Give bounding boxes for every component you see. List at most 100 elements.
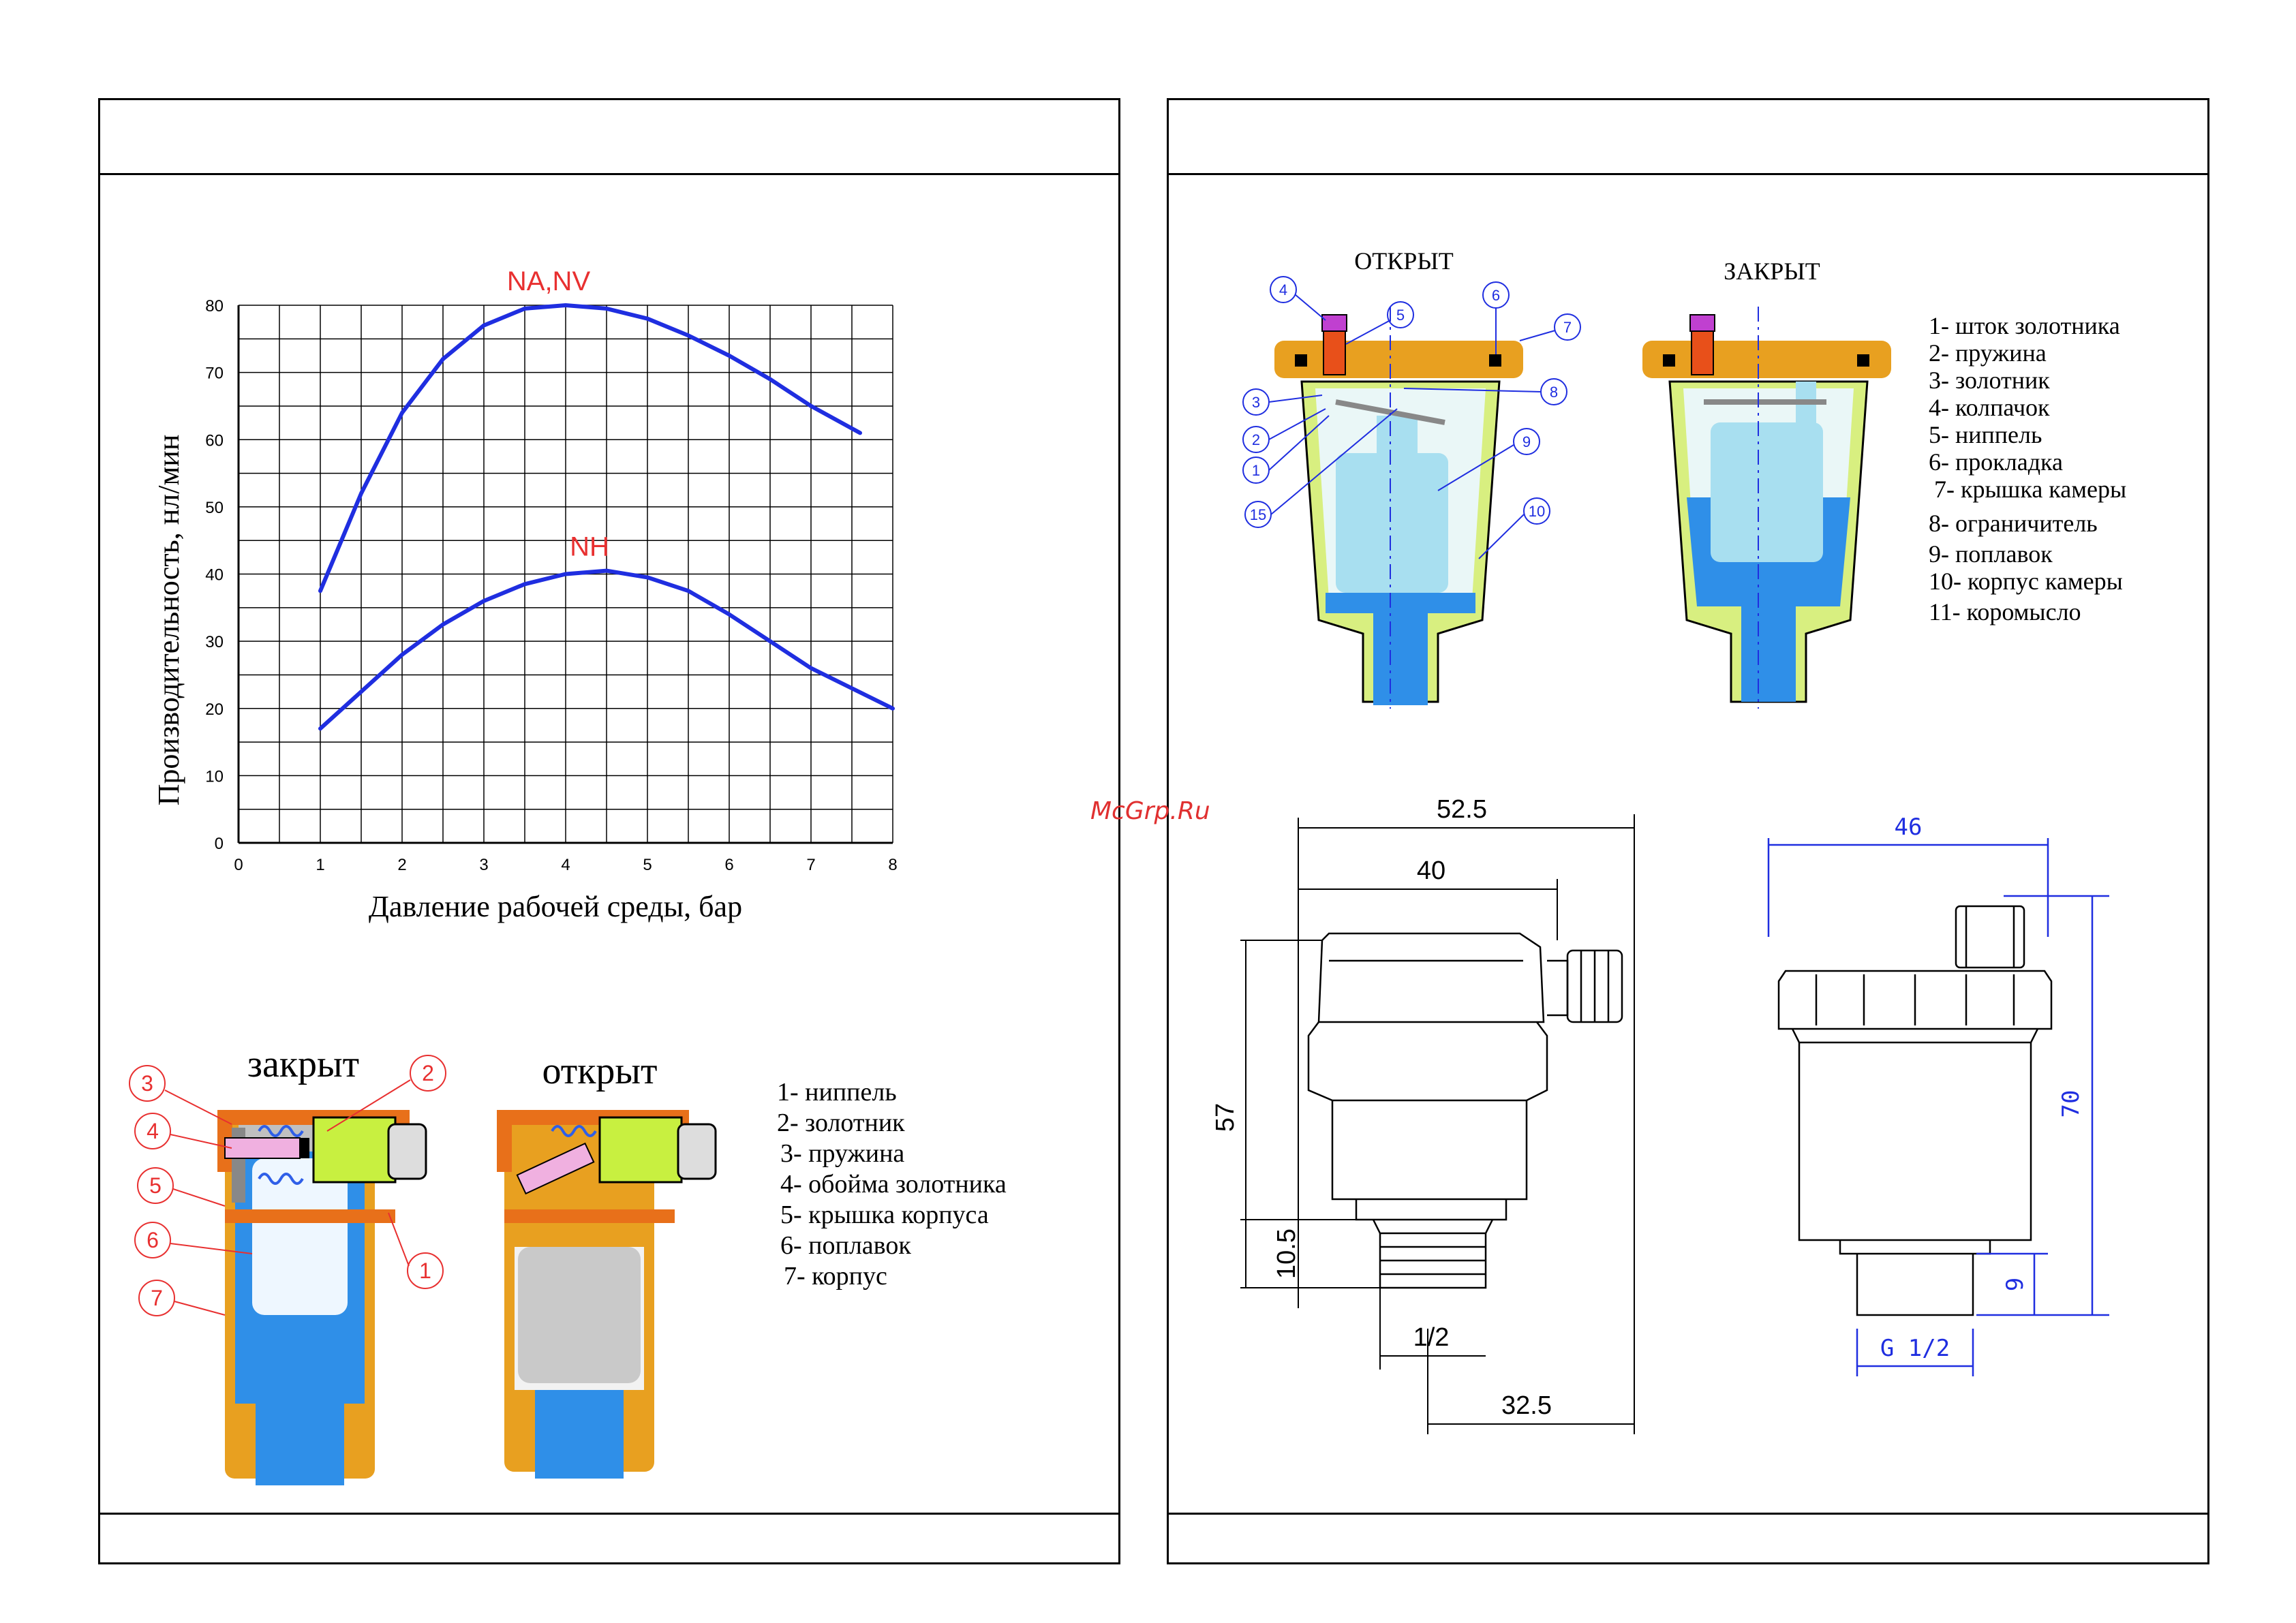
right-callout-15: 15 <box>1250 506 1266 523</box>
watermark: McGrp.Ru <box>1090 797 1210 825</box>
right-legend-item-11: 11- коромысло <box>1929 598 2081 625</box>
chart-x-tick: 0 <box>234 856 243 874</box>
right-legend: 1- шток золотника 2- пружина 3- золотник… <box>1929 312 2126 625</box>
chart-y-tick: 70 <box>205 365 224 383</box>
right-dimension-lines <box>1767 838 2109 1376</box>
chart-series-label-1: NH <box>570 532 609 562</box>
chart-xlabel: Давление рабочей среды, бар <box>369 890 742 923</box>
right-callout-3: 3 <box>1252 394 1260 411</box>
chart-y-tick: 0 <box>215 835 224 853</box>
left-legend: 1- ниппель 2- золотник 3- пружина 4- обо… <box>777 1078 1007 1290</box>
right-callout-5: 5 <box>1396 307 1405 324</box>
right-legend-item-10: 10- корпус камеры <box>1929 568 2123 595</box>
dim-body-width: 40 <box>1417 856 1445 885</box>
chart-y-tick: 10 <box>205 767 224 786</box>
chart-series: NA,NV NH <box>318 266 895 731</box>
left-panel-header <box>100 100 1118 175</box>
right-state-open-label: ОТКРЫТ <box>1354 247 1453 275</box>
right-dimension-values: 46 70 9 G 1/2 <box>1880 814 2085 1362</box>
right-callout-9: 9 <box>1522 433 1531 450</box>
right-legend-item-4: 4- колпачок <box>1929 394 2050 421</box>
left-legend-item-5: 5- крышка корпуса <box>780 1201 989 1229</box>
left-legend-item-7: 7- корпус <box>784 1262 887 1290</box>
chart-y-tick: 50 <box>205 499 224 517</box>
chart-y-tick: 60 <box>205 431 224 450</box>
left-callouts: 3 4 5 6 7 2 1 <box>129 1055 446 1316</box>
right-callouts: 4 5 6 7 8 3 2 1 15 9 10 <box>1242 276 1581 559</box>
chamber-closed-cutaway <box>1642 307 1891 709</box>
left-legend-item-6: 6- поплавок <box>780 1231 911 1260</box>
valve-front-view <box>1777 905 2053 1316</box>
dim-front-thread: G 1/2 <box>1880 1335 1950 1362</box>
dim-thread: 1/2 <box>1413 1323 1450 1352</box>
left-dimension-lines <box>1240 814 1635 1434</box>
valve-closed-cutaway <box>217 1110 427 1485</box>
chart-ylabel: Производительность, нл/мин <box>152 435 185 806</box>
valve-open-cutaway <box>497 1110 717 1479</box>
chart-y-tick: 20 <box>205 700 224 719</box>
state-open-label: открыт <box>542 1050 657 1092</box>
callout-7: 7 <box>151 1286 163 1310</box>
right-callout-4: 4 <box>1279 281 1287 298</box>
right-legend-item-2: 2- пружина <box>1929 339 2047 367</box>
right-panel <box>1167 98 2209 1564</box>
left-legend-item-1: 1- ниппель <box>777 1078 897 1107</box>
right-legend-item-9: 9- поплавок <box>1929 540 2053 568</box>
right-legend-item-8: 8- ограничитель <box>1929 510 2098 537</box>
chart-x-tick: 8 <box>888 856 897 874</box>
right-legend-item-7: 7- крышка камеры <box>1934 476 2126 503</box>
left-legend-item-2: 2- золотник <box>777 1109 905 1137</box>
valve-side-view <box>1307 932 1623 1289</box>
dim-overall-width: 52.5 <box>1437 795 1487 824</box>
right-callout-8: 8 <box>1550 384 1558 401</box>
right-panel-header <box>1169 100 2207 175</box>
callout-6: 6 <box>147 1228 159 1252</box>
right-callout-7: 7 <box>1563 319 1572 336</box>
left-dimension-values: 52.5 40 57 10.5 1/2 32.5 <box>1211 795 1552 1420</box>
right-legend-item-6: 6- прокладка <box>1929 448 2063 476</box>
left-legend-item-3: 3- пружина <box>780 1139 904 1168</box>
chart-series-line-1 <box>318 568 895 731</box>
left-panel <box>98 98 1120 1564</box>
right-callout-10: 10 <box>1529 503 1545 520</box>
left-legend-item-4: 4- обойма золотника <box>780 1170 1007 1199</box>
chart-x-tick: 3 <box>479 856 488 874</box>
right-callout-1: 1 <box>1252 462 1260 479</box>
chart-x-tick: 1 <box>316 856 324 874</box>
callout-3: 3 <box>141 1071 153 1096</box>
chart-x-tick: 5 <box>643 856 652 874</box>
chart-y-tick: 40 <box>205 566 224 585</box>
callout-5: 5 <box>149 1173 162 1198</box>
chart-series-label-0: NA,NV <box>507 266 591 296</box>
right-legend-item-3: 3- золотник <box>1929 367 2050 394</box>
callout-1: 1 <box>419 1258 431 1283</box>
right-panel-footer <box>1169 1513 2207 1562</box>
right-legend-item-1: 1- шток золотника <box>1929 312 2120 339</box>
dim-axis-offset: 32.5 <box>1501 1391 1552 1420</box>
right-state-closed-label: ЗАКРЫТ <box>1724 258 1820 285</box>
left-panel-footer <box>100 1513 1118 1562</box>
chart-y-tick: 30 <box>205 633 224 651</box>
dim-height: 57 <box>1211 1103 1240 1132</box>
dim-front-width: 46 <box>1895 814 1923 841</box>
chart-x-tick: 4 <box>561 856 570 874</box>
callout-2: 2 <box>422 1061 434 1085</box>
dim-front-height: 70 <box>2057 1090 2085 1118</box>
state-closed-label: закрыт <box>247 1043 359 1085</box>
right-legend-item-5: 5- ниппель <box>1929 421 2042 448</box>
dim-thread-height: 10.5 <box>1272 1228 1301 1279</box>
chart-x-tick: 6 <box>724 856 733 874</box>
right-callout-6: 6 <box>1492 287 1500 304</box>
dim-front-thread-height: 9 <box>2002 1278 2029 1291</box>
right-callout-2: 2 <box>1252 431 1260 448</box>
chart-x-tick: 7 <box>806 856 815 874</box>
chart-x-tick: 2 <box>397 856 406 874</box>
chart-series-line-0 <box>318 303 862 593</box>
chart-y-tick: 80 <box>205 297 224 315</box>
callout-4: 4 <box>147 1119 159 1143</box>
